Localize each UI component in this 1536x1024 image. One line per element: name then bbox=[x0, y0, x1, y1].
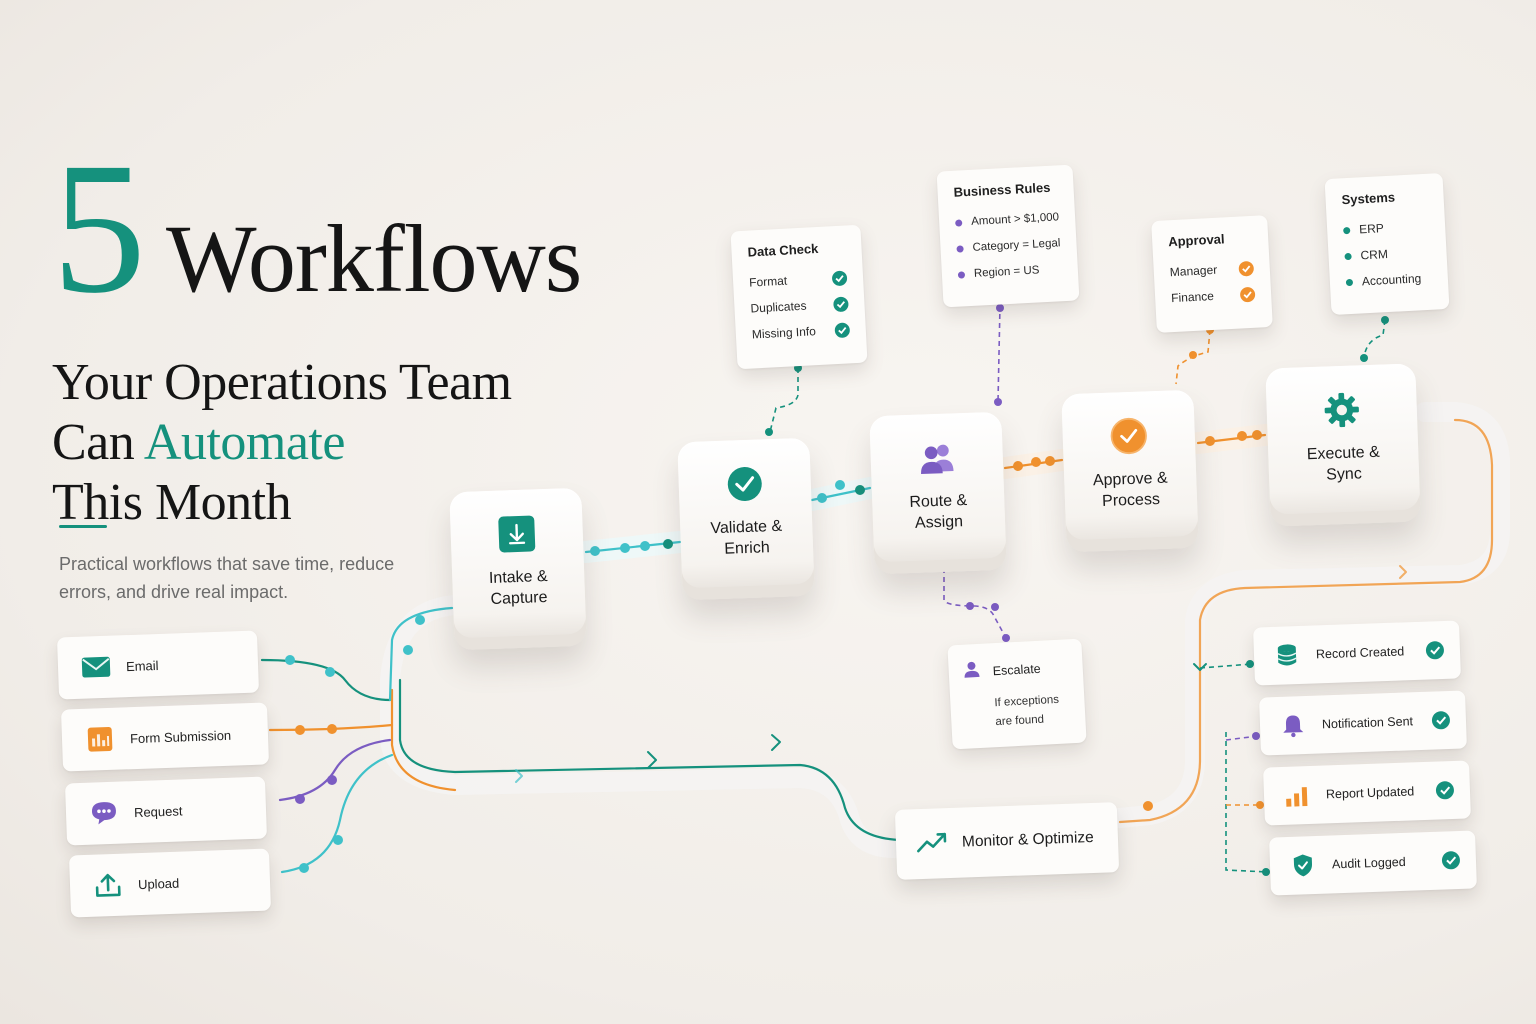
download-icon bbox=[497, 514, 536, 553]
check-icon bbox=[834, 321, 851, 338]
stage-route-assign[interactable]: Route & Assign bbox=[869, 411, 1007, 575]
stage-intake-capture[interactable]: Intake & Capture bbox=[449, 487, 587, 651]
bullet-icon bbox=[1344, 252, 1352, 260]
check-icon bbox=[1425, 640, 1445, 660]
approval-item: Manager bbox=[1169, 255, 1255, 285]
input-request[interactable]: Request bbox=[64, 776, 268, 846]
input-label: Form Submission bbox=[129, 727, 232, 746]
monitor-optimize[interactable]: Monitor & Optimize bbox=[894, 802, 1120, 880]
input-label: Request bbox=[133, 802, 183, 820]
person-icon bbox=[962, 660, 981, 684]
headline-accent-word: Automate bbox=[143, 414, 346, 471]
approval-card: Approval Manager Finance bbox=[1151, 215, 1273, 333]
headline-line-4: This Month bbox=[52, 474, 292, 531]
input-label: Upload bbox=[137, 875, 180, 892]
check-icon bbox=[1441, 850, 1461, 870]
users-icon bbox=[917, 438, 956, 477]
upload-icon bbox=[91, 869, 124, 902]
trend-up-icon bbox=[916, 829, 949, 859]
data-check-item: Duplicates bbox=[750, 290, 849, 321]
systems-title: Systems bbox=[1341, 189, 1396, 208]
escalate-description: If exceptions are found bbox=[994, 693, 1060, 729]
input-email[interactable]: Email bbox=[56, 630, 260, 700]
output-label: Record Created bbox=[1315, 644, 1405, 662]
bullet-icon bbox=[955, 218, 963, 227]
shield-icon bbox=[1290, 852, 1317, 879]
input-form-submission[interactable]: Form Submission bbox=[60, 702, 270, 772]
bullet-icon bbox=[1345, 278, 1354, 286]
business-rules-title: Business Rules bbox=[953, 179, 1051, 200]
headline-line-1: 5 Workflows bbox=[52, 123, 712, 339]
check-icon bbox=[1431, 710, 1451, 730]
data-check-item: Missing Info bbox=[751, 316, 851, 347]
stage-execute-sync[interactable]: Execute & Sync bbox=[1265, 363, 1421, 527]
stage-label: Route & Assign bbox=[909, 491, 968, 532]
output-label: Audit Logged bbox=[1331, 854, 1406, 872]
headline-word: Workflows bbox=[166, 205, 582, 312]
headline-line-3-prefix: Can bbox=[52, 414, 144, 471]
stage-label: Approve & Process bbox=[1092, 469, 1168, 510]
check-icon bbox=[833, 295, 849, 312]
system-item: Accounting bbox=[1345, 265, 1432, 295]
bullet-icon bbox=[1343, 226, 1351, 234]
subtitle: Practical workflows that save time, redu… bbox=[59, 554, 395, 602]
output-audit-logged[interactable]: Audit Logged bbox=[1269, 830, 1477, 896]
output-label: Report Updated bbox=[1325, 784, 1415, 802]
escalate-title: Escalate bbox=[992, 661, 1042, 678]
output-label: Notification Sent bbox=[1321, 714, 1414, 732]
check-icon bbox=[1435, 780, 1455, 800]
stage-label: Intake & Capture bbox=[488, 567, 548, 608]
data-check-card: Data Check Format Duplicates Missing Inf… bbox=[730, 224, 868, 370]
stage-approve-process[interactable]: Approve & Process bbox=[1061, 389, 1199, 553]
stage-validate-enrich[interactable]: Validate & Enrich bbox=[677, 437, 815, 601]
headline-line-3: Can Automate bbox=[52, 413, 712, 473]
input-upload[interactable]: Upload bbox=[68, 848, 272, 918]
bullet-icon bbox=[957, 270, 966, 279]
bullet-icon bbox=[956, 244, 964, 253]
data-check-item: Format bbox=[748, 264, 848, 295]
output-record-created[interactable]: Record Created bbox=[1253, 620, 1461, 686]
envelope-icon bbox=[79, 651, 112, 684]
output-notification-sent[interactable]: Notification Sent bbox=[1259, 690, 1467, 756]
stage-label: Validate & Enrich bbox=[710, 517, 783, 558]
check-icon bbox=[1239, 286, 1256, 303]
bar-chart-icon bbox=[1284, 782, 1311, 809]
business-rules-card: Business Rules Amount > $1,000 Category … bbox=[936, 164, 1080, 308]
systems-card: Systems ERP CRM Accounting bbox=[1324, 173, 1450, 315]
input-label: Email bbox=[125, 657, 159, 674]
check-badge-icon bbox=[1109, 416, 1148, 455]
escalate-card: Escalate If exceptions are found bbox=[947, 638, 1087, 750]
approval-item: Finance bbox=[1171, 281, 1256, 311]
check-icon bbox=[831, 269, 848, 286]
form-icon bbox=[83, 723, 116, 756]
headline-line-2: Your Operations Team bbox=[52, 354, 512, 411]
data-check-title: Data Check bbox=[747, 240, 819, 260]
headline: 5 Workflows Your Operations Team Can Aut… bbox=[52, 123, 712, 533]
chat-icon bbox=[87, 797, 120, 830]
monitor-label: Monitor & Optimize bbox=[961, 828, 1095, 851]
bell-icon bbox=[1280, 712, 1307, 739]
gear-icon bbox=[1322, 390, 1361, 429]
approval-title: Approval bbox=[1167, 231, 1225, 250]
check-circle-icon bbox=[725, 464, 764, 503]
accent-rule bbox=[59, 525, 107, 528]
stage-label: Execute & Sync bbox=[1306, 443, 1381, 484]
check-icon bbox=[1238, 260, 1255, 277]
headline-number: 5 bbox=[52, 123, 146, 332]
business-rule-item: Region = US bbox=[957, 256, 1062, 287]
database-icon bbox=[1274, 642, 1301, 669]
output-report-updated[interactable]: Report Updated bbox=[1263, 760, 1471, 826]
